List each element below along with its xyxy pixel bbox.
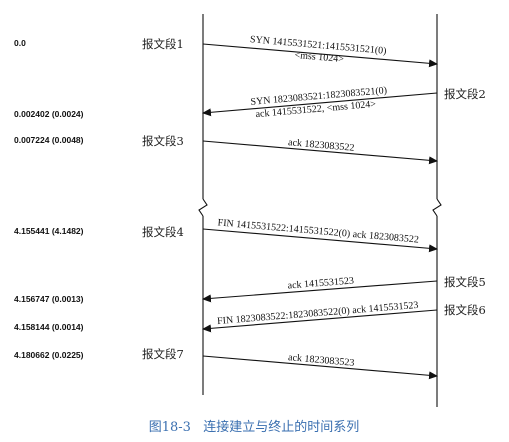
arrow-segment-1 xyxy=(202,43,438,68)
arrow-segment-2 xyxy=(202,92,438,117)
client-timeline-break xyxy=(198,198,208,217)
segment-label-1: 报文段1 xyxy=(142,37,184,51)
timestamp-6: 4.158144 (0.0014) xyxy=(14,322,84,332)
timestamp-1: 0.0 xyxy=(14,38,26,48)
arrow-segment-7 xyxy=(202,355,438,380)
segment-label-6: 报文段6 xyxy=(444,303,486,317)
timestamp-7: 4.180662 (0.0225) xyxy=(14,350,84,360)
timestamp-5: 4.156747 (0.0013) xyxy=(14,294,84,304)
arrow-segment-6 xyxy=(202,309,438,333)
segment-label-7: 报文段7 xyxy=(142,347,184,361)
server-timeline-break xyxy=(432,198,442,217)
figure-caption: 图18-3 连接建立与终止的时间系列 xyxy=(149,419,360,435)
timestamp-4: 4.155441 (4.1482) xyxy=(14,226,84,236)
arrow-segment-3 xyxy=(202,140,438,165)
message-1-line2: <mss 1024> xyxy=(294,50,344,65)
timestamp-3: 0.007224 (0.0048) xyxy=(14,135,84,145)
timestamp-2: 0.002402 (0.0024) xyxy=(14,109,84,119)
segment-label-5: 报文段5 xyxy=(444,275,486,289)
message-5: ack 1415531523 xyxy=(287,275,354,291)
segment-label-2: 报文段2 xyxy=(444,87,486,101)
arrow-segment-5 xyxy=(202,280,438,303)
segment-label-3: 报文段3 xyxy=(142,134,184,148)
segment-label-4: 报文段4 xyxy=(142,225,184,239)
arrow-segment-4 xyxy=(202,228,438,253)
message-4: FIN 1415531522:1415531522(0) ack 1823083… xyxy=(217,217,419,245)
